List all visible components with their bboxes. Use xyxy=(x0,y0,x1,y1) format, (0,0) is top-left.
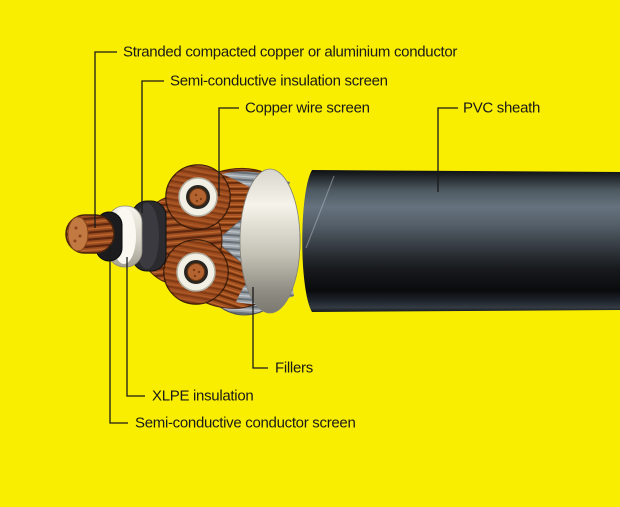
leader-line-conductor xyxy=(94,51,117,228)
leader-line-conductor-screen xyxy=(109,245,128,424)
conductor-strand-dot xyxy=(73,239,77,243)
label-fillers: Fillers xyxy=(275,359,313,377)
conductor-strand-dot xyxy=(78,234,82,238)
leader-line-fillers xyxy=(252,287,268,369)
label-copper-wire-screen: Copper wire screen xyxy=(245,99,370,117)
label-conductor: Stranded compacted copper or aluminium c… xyxy=(123,43,458,61)
copper-conductor-face xyxy=(67,216,89,252)
sheath-tape-seam xyxy=(305,175,335,249)
label-insulation-screen: Semi-conductive insulation screen xyxy=(170,72,388,90)
label-pvc-sheath: PVC sheath xyxy=(463,99,541,117)
core-face-bottom xyxy=(163,239,229,305)
conductor-strand-dot xyxy=(74,226,78,230)
leader-line-pvc-sheath xyxy=(437,107,458,192)
binder-tape-graphic xyxy=(239,168,301,314)
leader-line-copper-wire-screen xyxy=(218,107,239,196)
leader-line-xlpe-insulation xyxy=(126,257,145,397)
label-conductor-screen: Semi-conductive conductor screen xyxy=(135,414,356,432)
pvc-sheath-graphic xyxy=(302,170,620,312)
core-face-top xyxy=(165,164,231,230)
leader-line-insulation-screen xyxy=(141,80,164,213)
label-xlpe-insulation: XLPE insulation xyxy=(152,387,254,405)
